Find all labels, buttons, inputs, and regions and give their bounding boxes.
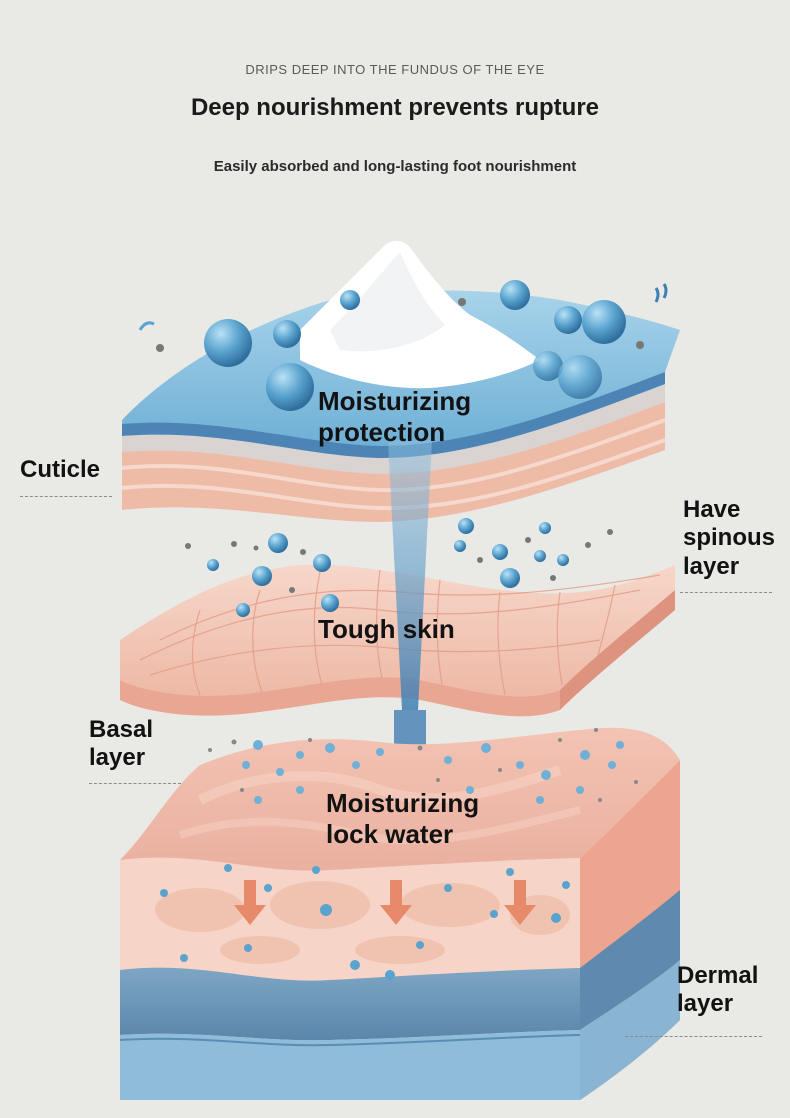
label-spinous-line-3: layer (683, 552, 740, 580)
label-dermal-leader (625, 1036, 762, 1037)
label-cuticle-leader (20, 496, 112, 497)
dermal-block (119, 727, 680, 1100)
callout-lock-line-1: Moisturizing (326, 788, 480, 818)
absorption-arrows (234, 880, 536, 925)
label-basal-line-2: layer (89, 744, 146, 772)
spinous-sheet (120, 518, 675, 717)
page-title: Deep nourishment prevents rupture (190, 94, 600, 121)
callout-protection-line-2: protection (318, 416, 446, 447)
callout-moisturizing-protection: Moisturizing protection (318, 386, 471, 447)
label-spinous-line-2: spinous (683, 524, 776, 552)
label-dermal-line-2: layer (677, 990, 734, 1018)
label-cuticle: Cuticle (20, 456, 101, 483)
label-basal-line-1: Basal (89, 716, 154, 743)
label-basal-layer: Basal layer (89, 716, 153, 773)
callout-tough-skin: Tough skin (318, 614, 455, 644)
label-spinous-leader (680, 592, 772, 593)
label-spinous-line-1: Have (683, 496, 741, 523)
label-dermal-line-1: Dermal (677, 962, 759, 989)
cuticle-block (121, 240, 680, 522)
label-basal-leader (89, 783, 181, 784)
water-bubbles (138, 280, 668, 411)
callout-moisturizing-lock-water: Moisturizing lock water (326, 788, 479, 849)
callout-lock-line-2: lock water (326, 818, 454, 849)
label-dermal-layer: Dermal layer (677, 962, 758, 1019)
header-eyebrow: DRIPS DEEP INTO THE FUNDUS OF THE EYE (245, 62, 545, 77)
label-spinous-layer: Have spinous layer (683, 496, 775, 581)
page-subtitle: Easily absorbed and long-lasting foot no… (213, 158, 577, 175)
callout-protection-line-1: Moisturizing (318, 386, 472, 416)
